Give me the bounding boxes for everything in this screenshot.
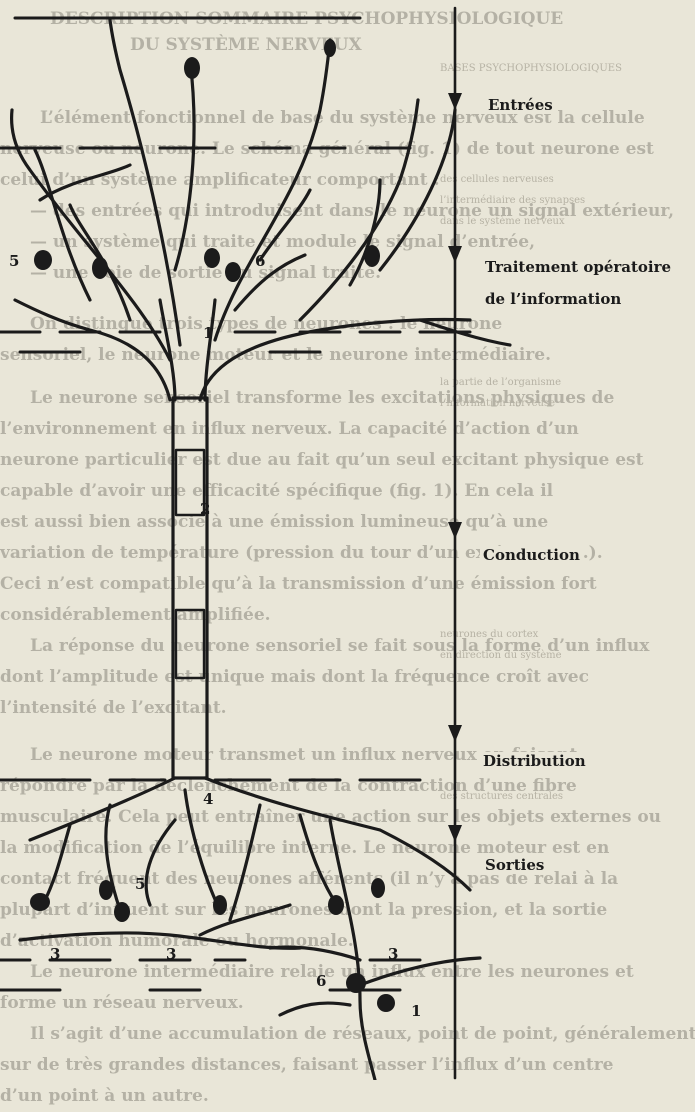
number-2-axon: 2 — [200, 500, 210, 518]
number-1-terminal: 1 — [411, 1002, 421, 1020]
number-3-left: 3 — [50, 945, 60, 963]
label-conduction: Conduction — [480, 546, 583, 564]
number-6-top: 6 — [255, 252, 265, 270]
label-entrees: Entrées — [485, 96, 556, 114]
dendritic-tree — [12, 20, 510, 400]
top-terminals — [34, 39, 380, 282]
axon-terminal-tree — [20, 778, 480, 1080]
number-4-axon-end: 4 — [203, 790, 213, 808]
flow-arrow — [448, 8, 462, 1078]
label-traitement-line1: Traitement opératoire — [482, 258, 674, 276]
number-1-soma: 1 — [203, 324, 213, 342]
axon — [160, 300, 215, 778]
label-distribution: Distribution — [480, 752, 589, 770]
neuron-diagram — [0, 0, 695, 1080]
label-traitement-line2: de l’information — [482, 290, 624, 308]
background-line: d’un point à un autre. — [0, 1081, 695, 1112]
label-sorties: Sorties — [482, 856, 547, 874]
number-5-top: 5 — [9, 252, 19, 270]
number-6-bottom: 6 — [316, 972, 326, 990]
number-5-bottom: 5 — [135, 875, 145, 893]
bottom-terminals — [30, 878, 395, 1012]
number-3-middle: 3 — [166, 945, 176, 963]
number-3-right: 3 — [388, 945, 398, 963]
